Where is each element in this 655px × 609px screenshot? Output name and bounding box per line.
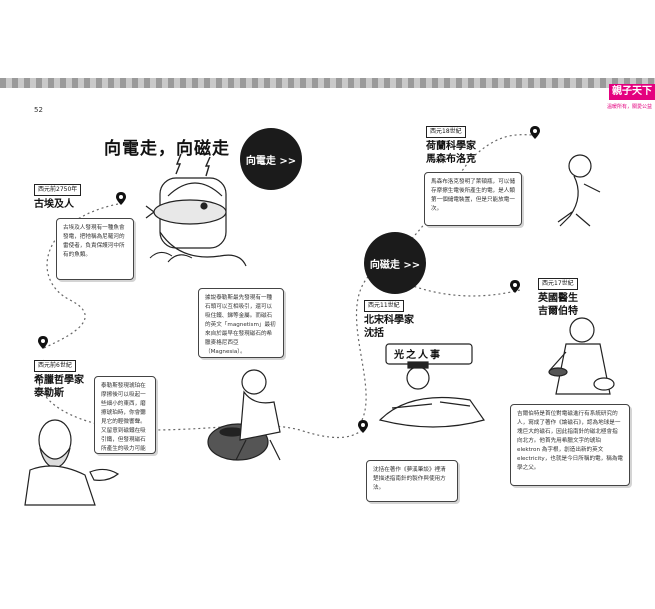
person-name-egypt: 古埃及人 bbox=[34, 199, 74, 210]
info-box-magnetite: 據說泰勒斯最先發現有一種石頭可以互相吸引，還可以吸住鐵、銻等金屬。而磁石的英文「… bbox=[198, 288, 284, 358]
person-name-gilbert: 英國醫生 吉爾伯特 bbox=[538, 293, 578, 317]
era-tag-egypt: 西元前2750年 bbox=[34, 184, 82, 196]
era-tag-musschenbroek: 西元18世紀 bbox=[426, 126, 466, 138]
person-name-thales: 希臘哲學家 泰勒斯 bbox=[34, 375, 84, 399]
publisher-tagline: 溫暖所有，關愛公益 bbox=[607, 104, 653, 110]
person-name-shen: 北宋科學家 沈括 bbox=[364, 315, 414, 339]
map-pin-icon bbox=[510, 280, 520, 293]
map-pin-icon bbox=[116, 192, 126, 205]
person-name-musschenbroek: 荷蘭科學家 馬森布洛克 bbox=[426, 141, 476, 165]
info-box-gilbert: 吉爾伯特是首位對電磁進行有系統研究的人，寫成了著作《論磁石》，認為地球是一塊巨大… bbox=[510, 404, 630, 486]
era-tag-shen: 西元11世紀 bbox=[364, 300, 404, 312]
scroll-sign-text: 光之人事 bbox=[394, 350, 442, 361]
map-pin-icon bbox=[38, 336, 48, 349]
info-box-egypt: 古埃及人發現有一種魚會發電，把牠稱為尼羅河的雷使者，負責保護河中所有的魚類。 bbox=[56, 218, 134, 280]
info-box-thales: 泰勒斯發現琥珀在摩擦後可以吸起一些細小的東西，磨擦琥珀時，你會聽見它的輕微響聲。… bbox=[94, 376, 156, 454]
era-tag-gilbert: 西元17世紀 bbox=[538, 278, 578, 290]
map-pin-icon bbox=[530, 126, 540, 139]
publisher-logo: 親子天下 bbox=[609, 84, 655, 100]
info-box-shen: 沈括在著作《夢溪筆談》裡清楚描述指南針的製作與使用方法。 bbox=[366, 460, 458, 502]
top-margin-strip bbox=[0, 78, 655, 88]
page-title: 向電走，向磁走 bbox=[104, 139, 230, 159]
page-number: 52 bbox=[34, 106, 43, 114]
magnetic-direction-bubble: 向磁走 >> bbox=[364, 232, 426, 294]
era-tag-thales: 西元前6世紀 bbox=[34, 360, 76, 372]
info-box-musschenbroek: 馬森布洛克發明了萊頓瓶，可以儲存摩擦生電後所產生的電，是人類第一個儲電裝置，但是… bbox=[424, 172, 522, 226]
map-pin-icon bbox=[358, 420, 368, 433]
electric-direction-bubble: 向電走 >> bbox=[240, 128, 302, 190]
